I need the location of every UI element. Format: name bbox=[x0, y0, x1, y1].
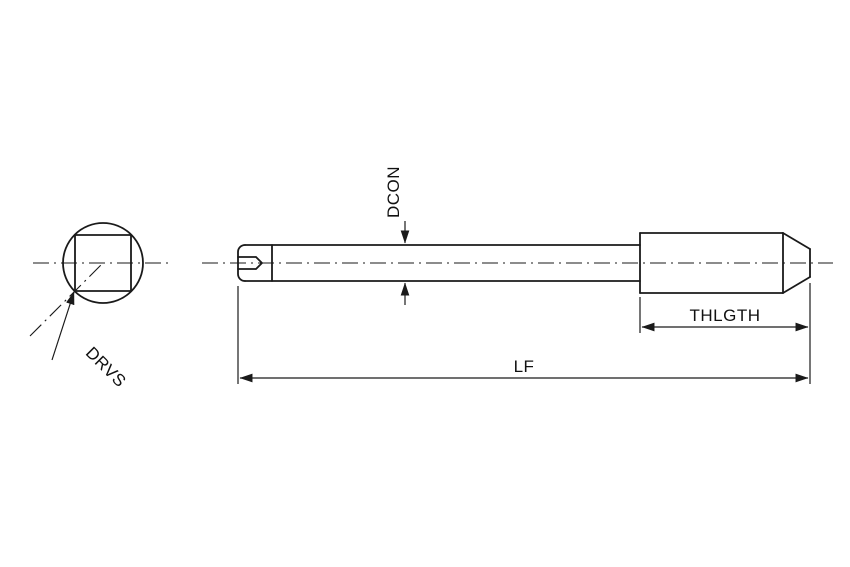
diagonal-centerline bbox=[29, 261, 105, 337]
end-view-group bbox=[62, 222, 144, 304]
dcon-label: DCON bbox=[384, 166, 403, 218]
drvs-dimension-group: DRVS bbox=[51, 291, 130, 391]
drive-square bbox=[74, 234, 132, 292]
dcon-dimension-group: DCON bbox=[384, 166, 410, 305]
drvs-label: DRVS bbox=[82, 343, 130, 391]
centerlines-group bbox=[29, 261, 833, 337]
left-end-cap bbox=[237, 244, 246, 282]
lf-label: LF bbox=[514, 357, 535, 376]
tip-chamfer bbox=[782, 232, 811, 294]
thlgth-label: THLGTH bbox=[690, 306, 761, 325]
thlgth-dimension-group: THLGTH bbox=[639, 283, 811, 384]
drvs-leader-arrow bbox=[51, 291, 75, 361]
drive-end-circle bbox=[62, 222, 144, 304]
side-view-group bbox=[237, 232, 811, 294]
center-notch bbox=[237, 256, 263, 270]
lf-dimension-group: LF bbox=[237, 286, 809, 384]
